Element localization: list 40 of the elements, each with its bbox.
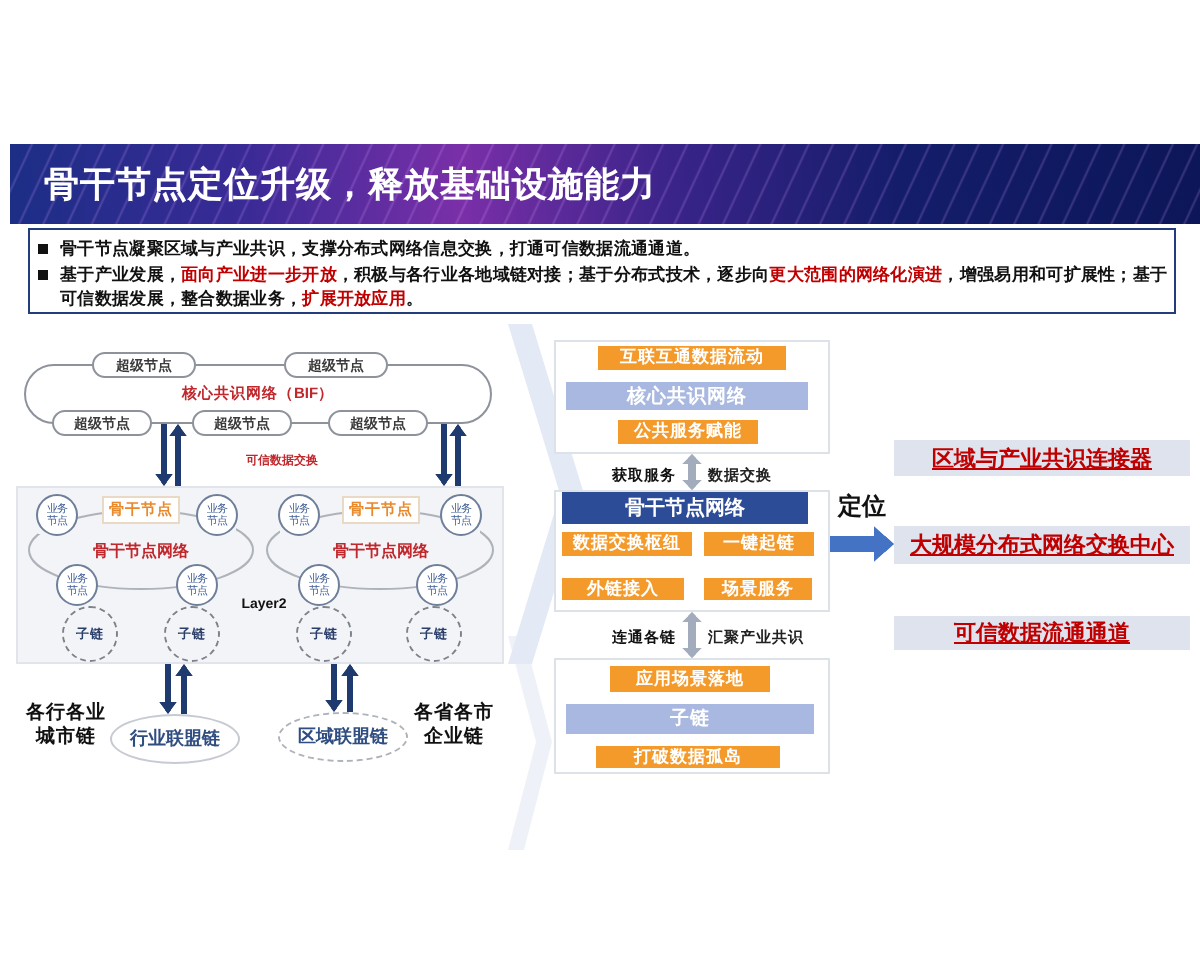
- layer-bar: 子链: [566, 704, 814, 734]
- role-card: 可信数据流通通道: [894, 616, 1190, 650]
- feature-tag: 打破数据孤岛: [596, 746, 780, 768]
- arrow: [175, 664, 193, 714]
- bullet-text: 基于产业发展，面向产业进一步开放，积极与各行业各地域链对接；基于分布式技术，逐步向更大范围的网络化演进，增强易用和可扩展性；基于可信数据发展，整合数据业务，扩展开放应用。: [60, 262, 1170, 310]
- arrow: [325, 664, 343, 712]
- arrow: [341, 664, 359, 712]
- alliance-chain: 区域联盟链: [278, 712, 408, 762]
- arrow: [449, 424, 467, 486]
- panel-header: 骨干节点网络: [562, 492, 808, 524]
- feature-tag: 公共服务赋能: [618, 420, 758, 444]
- alliance-chain: 行业联盟链: [110, 714, 240, 764]
- slide-title: 骨干节点定位升级，释放基础设施能力: [44, 162, 656, 206]
- arrow: [159, 664, 177, 714]
- arrow: [155, 424, 173, 486]
- feature-tag: 一键起链: [704, 532, 814, 556]
- arrow: [435, 424, 453, 486]
- layer-bar: 核心共识网络: [566, 382, 808, 410]
- feature-tag: 外链接入: [562, 578, 684, 600]
- feature-tag: 数据交换枢纽: [562, 532, 692, 556]
- network-title: 骨干节点网络: [91, 540, 191, 562]
- layer-panel: [16, 486, 504, 664]
- role-card: 大规模分布式网络交换中心: [894, 526, 1190, 564]
- bullet-text: 骨干节点凝聚区域与产业共识，支撑分布式网络信息交换，打通可信数据流通通道。: [60, 236, 703, 260]
- feature-tag: 互联互通数据流动: [598, 346, 786, 370]
- chain-caption: 各省各市企业链: [414, 702, 494, 752]
- arrow: [169, 424, 187, 486]
- arrow: [830, 526, 894, 562]
- chain-caption: 各行各业城市链: [26, 702, 106, 752]
- stack-panel: [554, 340, 830, 454]
- double-arrow: [682, 612, 702, 658]
- role-card: 区域与产业共识连接器: [894, 440, 1190, 476]
- feature-tag: 应用场景落地: [610, 666, 770, 692]
- info-panel: [28, 228, 1176, 314]
- double-arrow: [682, 454, 702, 490]
- feature-tag: 场景服务: [704, 578, 812, 600]
- network-title: 骨干节点网络: [331, 540, 431, 562]
- edge-label: 定位: [835, 490, 888, 522]
- stack-panel: [554, 490, 830, 612]
- stack-panel: [554, 658, 830, 774]
